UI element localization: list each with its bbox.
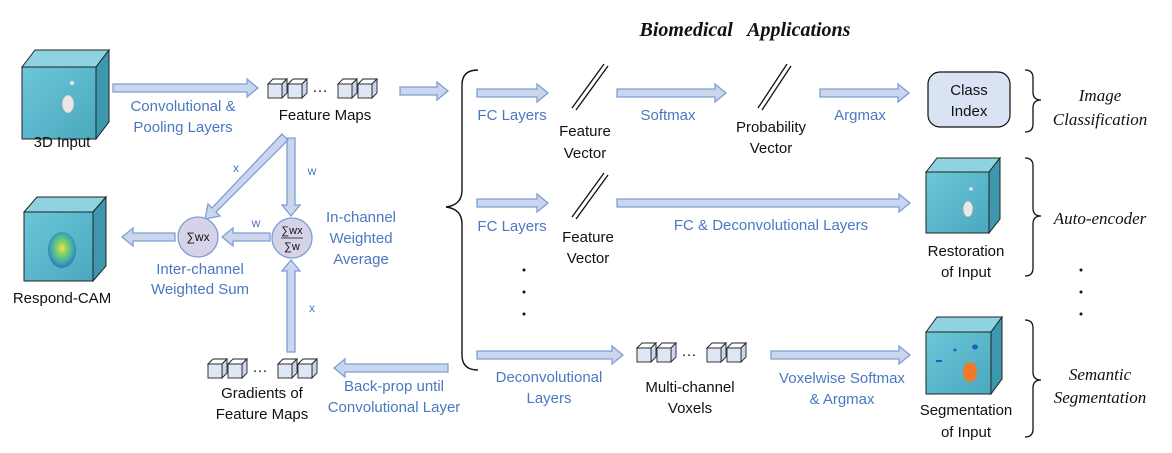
voxel-cube-2: [655, 341, 678, 364]
gradients-label-1: Gradients of: [221, 385, 304, 402]
arrow-voxelwise: [770, 344, 912, 366]
gradient-cube-1: [206, 357, 229, 380]
argmax-label: Argmax: [834, 107, 886, 124]
app-segmentation-2: Segmentation: [1054, 388, 1147, 407]
feature-vector-icon-row2: [571, 172, 609, 220]
voxelwise-label-2: & Argmax: [809, 391, 875, 408]
fc-deconv-label: FC & Deconvolutional Layers: [674, 217, 868, 234]
deconv-label-1: Deconvolutional: [496, 369, 603, 386]
backprop-label-2: Convolutional Layer: [328, 399, 461, 416]
class-index-label-2: Index: [951, 103, 988, 120]
fc-label-row2: FC Layers: [477, 218, 546, 235]
feature-map-cube-4: [356, 77, 379, 100]
gradient-cube-3: [276, 357, 299, 380]
voxel-cube-1: [635, 341, 658, 364]
inter-channel-sum: ∑wx: [186, 230, 209, 244]
in-channel-label-2: Weighted: [329, 230, 392, 247]
feature-vector-label-row2-2: Vector: [567, 250, 610, 267]
voxelwise-label-1: Voxelwise Softmax: [779, 370, 905, 387]
arrow-argmax: [819, 82, 911, 104]
voxels-stack: ···: [635, 341, 748, 364]
gradient-cube-4: [296, 357, 319, 380]
feature-map-cube-2: [286, 77, 309, 100]
brace-segmentation: [1024, 319, 1042, 438]
arrow-in-to-inter: [220, 226, 271, 248]
apps-brace: [445, 69, 479, 371]
segmentation-label-1: Segmentation: [920, 402, 1013, 419]
w-label-mid: w: [251, 216, 261, 230]
backprop-label-1: Back-prop until: [344, 378, 444, 395]
app-segmentation-1: Semantic: [1069, 365, 1132, 384]
arrow-deconv: [476, 344, 625, 366]
brace-autoencoder: [1024, 157, 1042, 277]
voxels-label-2: Voxels: [668, 400, 712, 417]
restoration-label-1: Restoration: [928, 243, 1005, 260]
restoration-cube: [924, 156, 1002, 235]
arrow-fc-deconv: [616, 192, 912, 214]
gradient-ellipsis: ···: [253, 362, 268, 379]
feature-map-cube-1: [266, 77, 289, 100]
arrow-fc-row1: [476, 82, 550, 104]
probability-vector-label-1: Probability: [736, 119, 807, 136]
restoration-label-2: of Input: [941, 264, 992, 281]
input-cube: [20, 48, 111, 141]
app-classification-1: Image: [1078, 86, 1122, 105]
class-index-box: [927, 71, 1011, 128]
gradient-cube-2: [226, 357, 249, 380]
in-channel-den: ∑w: [284, 241, 300, 253]
arrow-gradients-up: [280, 258, 302, 353]
arrow-backprop: [332, 357, 449, 379]
in-channel-label-1: In-channel: [326, 209, 396, 226]
gradients-label-2: Feature Maps: [216, 406, 309, 423]
w-label-features: w: [307, 164, 317, 178]
app-classification-2: Classification: [1053, 110, 1147, 129]
voxels-label-1: Multi-channel: [645, 379, 734, 396]
inter-channel-node: [177, 216, 219, 258]
feature-vector-icon-row1: [571, 63, 609, 111]
voxel-cube-3: [705, 341, 728, 364]
brace-classification: [1024, 69, 1042, 133]
respond-cam-cube: [22, 195, 108, 283]
feature-maps-label: Feature Maps: [279, 107, 372, 124]
vertical-dots-right: [1079, 268, 1083, 316]
feature-vector-label-row2-1: Feature: [562, 229, 614, 246]
x-label-features: x: [233, 161, 239, 175]
class-index-label-1: Class: [950, 82, 988, 99]
feature-map-ellipsis: ···: [313, 82, 328, 99]
arrow-fc-row2: [476, 192, 550, 214]
arrow-features-down: [280, 137, 302, 218]
feature-maps-stack: ···: [266, 77, 379, 100]
vertical-dots-middle: [522, 268, 526, 316]
app-autoencoder: Auto-encoder: [1053, 209, 1147, 228]
arrow-features-diag: [204, 133, 289, 220]
probability-vector-icon: [757, 63, 792, 111]
segmentation-cube: [925, 315, 1003, 396]
voxel-ellipsis: ···: [682, 346, 697, 363]
in-channel-num: ∑wx: [281, 225, 303, 237]
input-label: 3D Input: [34, 134, 92, 151]
segmentation-label-2: of Input: [941, 424, 992, 441]
arrow-softmax: [616, 82, 728, 104]
arrow-features-to-apps: [399, 80, 450, 102]
diagram-title: Biomedical Applications: [639, 19, 851, 41]
conv-pool-label-2: Pooling Layers: [133, 119, 232, 136]
softmax-label: Softmax: [640, 107, 696, 124]
voxel-cube-4: [725, 341, 748, 364]
feature-vector-label-row1-2: Vector: [564, 145, 607, 162]
feature-map-cube-3: [336, 77, 359, 100]
probability-vector-label-2: Vector: [750, 140, 793, 157]
respond-cam-label: Respond-CAM: [13, 290, 111, 307]
x-label-gradients: x: [309, 301, 315, 315]
arrow-to-cam: [120, 226, 176, 248]
feature-vector-label-row1-1: Feature: [559, 123, 611, 140]
fc-label-row1: FC Layers: [477, 107, 546, 124]
gradients-stack: ···: [206, 357, 319, 380]
deconv-label-2: Layers: [526, 390, 571, 407]
arrow-input-to-features: [112, 77, 260, 99]
inter-channel-label-2: Weighted Sum: [151, 281, 249, 298]
inter-channel-label-1: Inter-channel: [156, 261, 244, 278]
conv-pool-label-1: Convolutional &: [130, 98, 235, 115]
in-channel-label-3: Average: [333, 251, 389, 268]
